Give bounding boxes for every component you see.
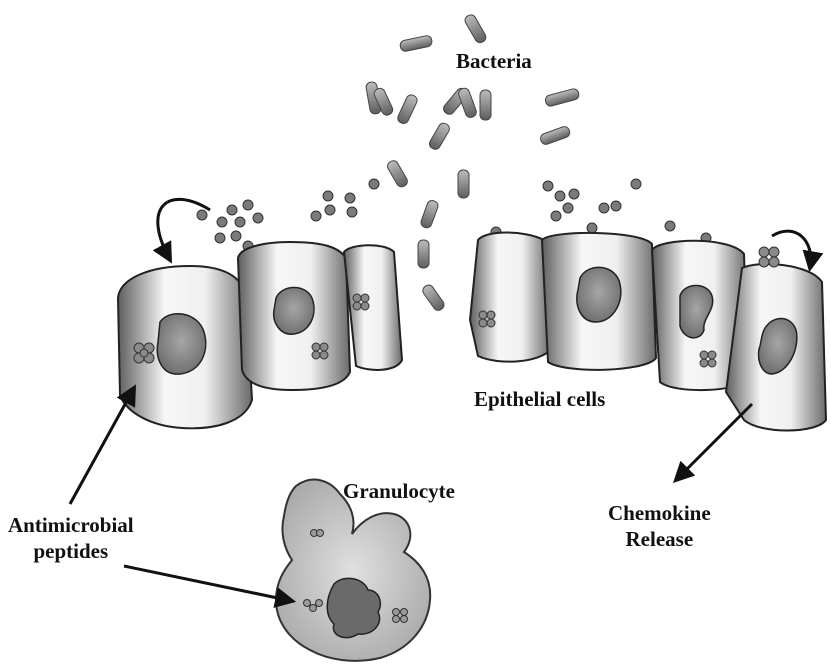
epithelial-cell	[470, 233, 550, 362]
label-chemokine-line2: Release	[608, 526, 711, 552]
epithelial-cells-left	[118, 242, 402, 428]
arrow-to-granulocyte	[124, 566, 292, 601]
bacterium	[396, 93, 419, 125]
peptide-dots-left	[197, 179, 379, 251]
bacterium	[418, 240, 429, 268]
bacterium	[421, 283, 446, 312]
peptide-cluster	[759, 247, 779, 267]
bacterium	[539, 125, 571, 146]
curved-arrow-left	[158, 199, 210, 260]
bacterium	[458, 170, 469, 198]
nucleus	[274, 288, 314, 335]
bacterium	[428, 121, 452, 151]
label-antimicrobial-peptides: Antimicrobial peptides	[8, 512, 134, 564]
label-chemokine-release: Chemokine Release	[608, 500, 711, 552]
nucleus	[157, 314, 205, 374]
arrow-to-cell	[70, 388, 134, 504]
label-bacteria: Bacteria	[456, 48, 532, 74]
label-chemokine-line1: Chemokine	[608, 500, 711, 526]
label-granulocyte: Granulocyte	[343, 478, 455, 504]
arrow-chemokine	[676, 404, 752, 480]
bacterium	[399, 35, 433, 52]
epithelial-cell	[344, 245, 402, 370]
bacterium	[480, 90, 491, 120]
label-epithelial-cells: Epithelial cells	[474, 386, 605, 412]
label-antimicrobial-line1: Antimicrobial	[8, 512, 134, 538]
peptide-cluster	[134, 343, 154, 363]
label-antimicrobial-line2: peptides	[8, 538, 134, 564]
bacterium	[420, 199, 440, 229]
bacterium	[386, 159, 410, 189]
bacterium	[544, 88, 580, 107]
bacterium	[463, 13, 488, 44]
granulocyte	[276, 480, 430, 661]
